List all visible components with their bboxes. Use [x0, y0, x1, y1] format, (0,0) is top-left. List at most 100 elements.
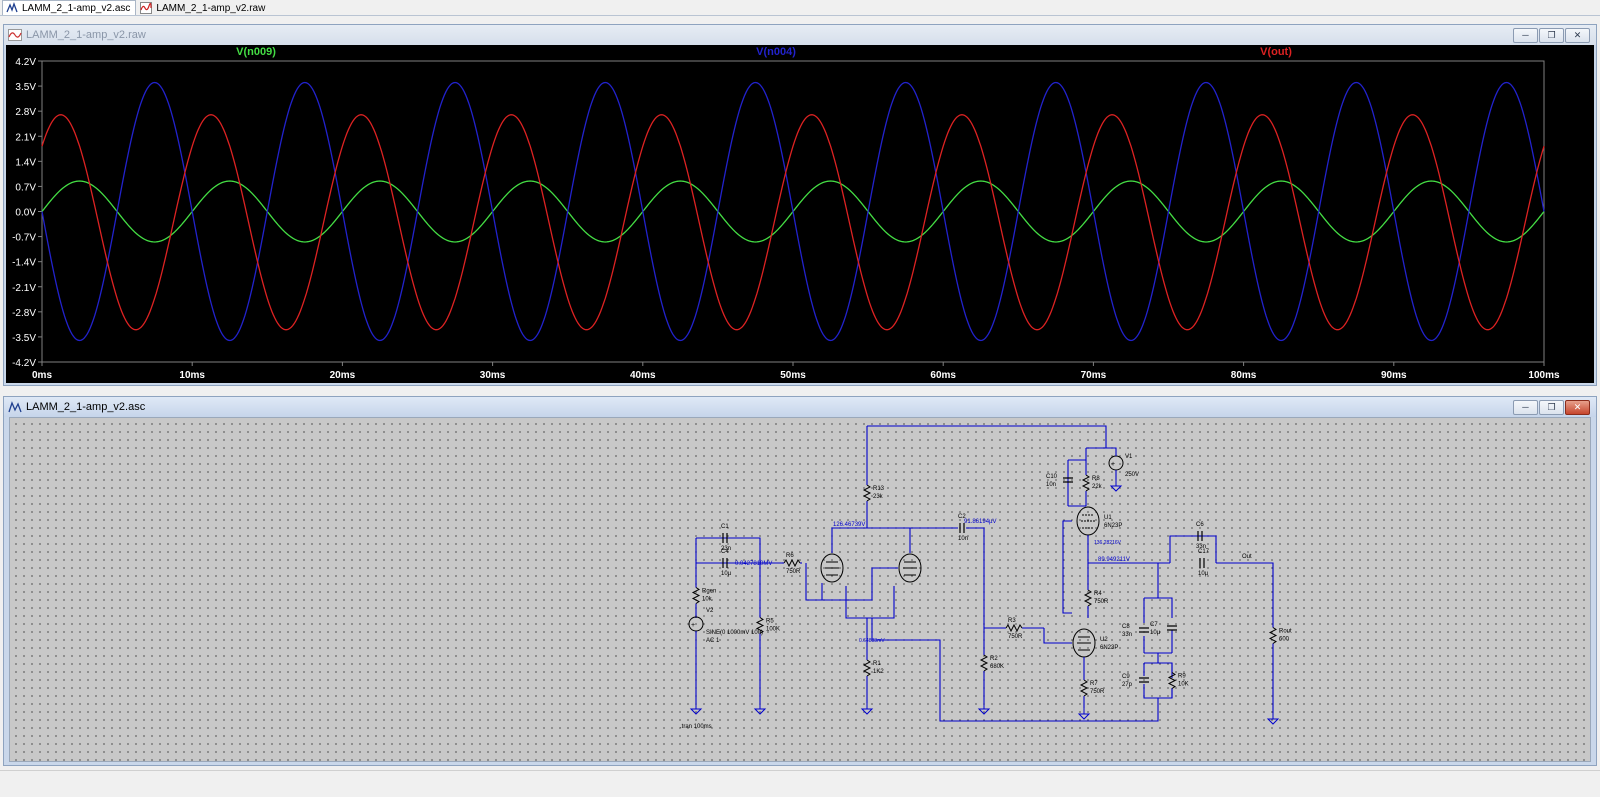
- capacitor-label: C9: [1122, 674, 1130, 680]
- source-ac-value: AC 1: [706, 638, 720, 644]
- ground-symbol: [1077, 708, 1091, 720]
- restore-button[interactable]: ❐: [1539, 28, 1564, 43]
- waveform-titlebar[interactable]: LAMM_2_1-amp_v2.raw ─ ❐ ✕: [4, 25, 1596, 45]
- waveform-window-title: LAMM_2_1-amp_v2.raw: [26, 29, 146, 41]
- minimize-button[interactable]: ─: [1513, 400, 1538, 415]
- wire: [831, 508, 868, 553]
- y-tick-label: 2.8V: [15, 107, 36, 118]
- wire: [1068, 448, 1087, 461]
- resistor: [862, 659, 872, 677]
- close-button[interactable]: ✕: [1565, 400, 1590, 415]
- node-voltage-label: 89.949211V: [1098, 557, 1130, 563]
- capacitor-label: C8: [1122, 624, 1130, 630]
- legend-entry: V(n004): [756, 46, 796, 58]
- wire: [805, 563, 823, 601]
- resistor-label: R7: [1090, 681, 1098, 687]
- source-value: 250V: [1125, 472, 1139, 478]
- resistor: [755, 617, 765, 634]
- waveform-icon: [140, 2, 153, 14]
- resistor: [1081, 474, 1091, 492]
- x-tick-label: 20ms: [330, 370, 356, 381]
- ground-symbol: [1109, 480, 1123, 492]
- resistor-value: 750R: [786, 569, 801, 575]
- capacitor-value: 33n: [1196, 544, 1206, 550]
- waveform-chart[interactable]: 4.2V3.5V2.8V2.1V1.4V0.7V0.0V-0.7V-1.4V-2…: [6, 45, 1594, 383]
- minimize-icon: ─: [1522, 30, 1529, 40]
- tab-label: LAMM_2_1-amp_v2.raw: [156, 2, 266, 14]
- wire: [1144, 597, 1173, 618]
- capacitor-label: C10: [1046, 474, 1058, 480]
- resistor-value: 22k: [1092, 484, 1103, 490]
- wire: [820, 567, 898, 601]
- triode-tube: [820, 553, 844, 583]
- wire: [871, 618, 1159, 722]
- capacitor-label: C1: [721, 524, 729, 530]
- capacitor-value: 10n: [1046, 482, 1056, 488]
- wire: [1169, 535, 1217, 563]
- document-tab-bar: LAMM_2_1-amp_v2.asc LAMM_2_1-amp_v2.raw: [0, 0, 1600, 16]
- schematic-titlebar[interactable]: LAMM_2_1-amp_v2.asc ─ ❐ ✕: [4, 397, 1596, 417]
- resistor-label: R2: [990, 656, 998, 662]
- resistor-label: R9: [1178, 674, 1186, 680]
- waveform-window: LAMM_2_1-amp_v2.raw ─ ❐ ✕ 4.2V 3.5V 2.8V 2.…: [3, 24, 1597, 386]
- y-tick-label: 0.0V: [15, 208, 36, 219]
- capacitor: [1199, 558, 1205, 568]
- resistor: [691, 587, 701, 604]
- ground-symbol: [977, 703, 991, 715]
- x-tick-label: 100ms: [1528, 370, 1560, 381]
- wire: [1043, 628, 1072, 644]
- triode-electrodes: [1077, 636, 1091, 651]
- y-tick-label: 2.1V: [15, 132, 36, 143]
- capacitor-value: 10µ: [721, 571, 732, 577]
- tab-schematic[interactable]: LAMM_2_1-amp_v2.asc: [2, 0, 137, 15]
- close-icon: ✕: [1573, 402, 1582, 412]
- triode-tube: [898, 553, 922, 583]
- x-tick-label: 70ms: [1081, 370, 1107, 381]
- x-tick-label: 40ms: [630, 370, 656, 381]
- y-tick-label: -3.5V: [12, 333, 36, 344]
- capacitor: [722, 533, 728, 543]
- resistor-label: Rgen: [702, 589, 716, 595]
- tube-label: U1: [1104, 515, 1112, 521]
- y-tick-label: 3.5V: [15, 82, 36, 93]
- tab-waveform[interactable]: LAMM_2_1-amp_v2.raw: [136, 0, 271, 15]
- triode-electrodes: [903, 561, 917, 576]
- out-net-label: Out: [1242, 554, 1252, 560]
- schematic-icon: [6, 2, 18, 13]
- minimize-button[interactable]: ─: [1513, 28, 1538, 43]
- source-polarity: +: [1111, 461, 1115, 468]
- capacitor: [722, 558, 728, 568]
- source-value: SINE(0 1000mV 100): [706, 630, 763, 636]
- series-line: [41, 81, 1545, 342]
- resistor-label: R1: [873, 661, 881, 667]
- y-tick-label: 4.2V: [15, 57, 36, 68]
- capacitor-value: 33n: [1122, 632, 1132, 638]
- resistor: [1083, 589, 1093, 607]
- node-voltage-label: 136.28216V: [1094, 540, 1122, 546]
- restore-button[interactable]: ❐: [1539, 400, 1564, 415]
- waveform-window-icon: [8, 29, 22, 41]
- close-button[interactable]: ✕: [1565, 28, 1590, 43]
- resistor-value: 1K2: [873, 669, 884, 675]
- capacitor-label: C7: [1150, 622, 1158, 628]
- resistor-label: R8: [1092, 476, 1100, 482]
- resistor-value: 680K: [990, 664, 1004, 670]
- close-icon: ✕: [1573, 30, 1582, 40]
- schematic-window-title: LAMM_2_1-amp_v2.asc: [26, 401, 146, 413]
- capacitor: [1167, 625, 1177, 631]
- resistor-value: 750R: [1090, 689, 1105, 695]
- ground-symbol: [1266, 713, 1280, 725]
- legend-entry: V(out): [1260, 46, 1292, 58]
- capacitor-value: 27p: [1122, 682, 1133, 688]
- resistor-value: 750R: [1094, 599, 1109, 605]
- wire: [867, 425, 1107, 448]
- y-tick-label: -2.8V: [12, 308, 36, 319]
- capacitor-value: 23n: [721, 546, 731, 552]
- resistor-value: 10k: [702, 597, 713, 603]
- triode-electrodes: [1081, 514, 1095, 529]
- y-tick-label: -0.7V: [12, 233, 36, 244]
- capacitor-value: 10n: [958, 536, 968, 542]
